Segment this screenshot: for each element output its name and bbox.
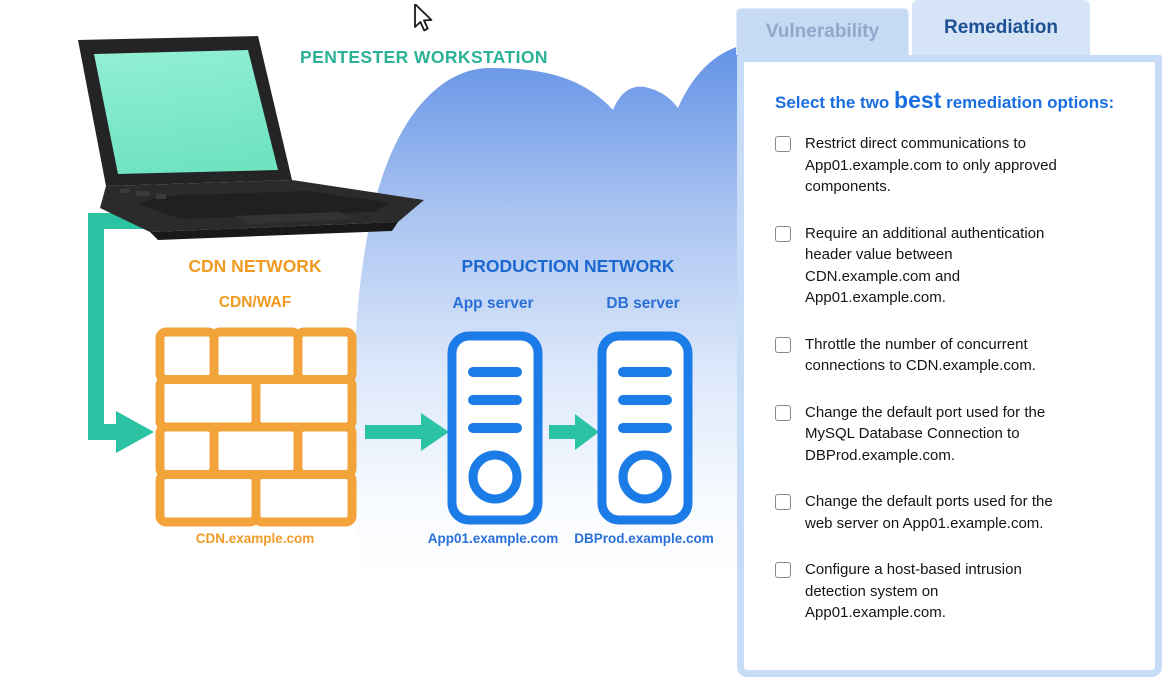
network-diagram <box>78 36 745 575</box>
arrow-workstation-to-cdn <box>88 213 150 440</box>
arrow-app-to-db <box>549 414 599 450</box>
option-label-3[interactable]: Throttle the number of concurrent connec… <box>805 335 1036 375</box>
option-checkbox-5[interactable] <box>775 494 791 510</box>
mouse-cursor-icon <box>414 4 433 32</box>
production-network-title: PRODUCTION NETWORK <box>461 256 675 276</box>
option-label-1[interactable]: Restrict direct communications to App01.… <box>805 135 1057 195</box>
remediation-option-row: Require an additional authentication hea… <box>775 223 1137 309</box>
option-checkbox-3[interactable] <box>775 336 791 353</box>
laptop-image <box>78 36 424 240</box>
tab-remediation[interactable]: Remediation <box>912 0 1090 55</box>
option-checkbox-2[interactable] <box>775 225 791 242</box>
prompt-suffix: remediation options: <box>946 93 1115 112</box>
db-server-label: DB server <box>606 295 680 312</box>
option-label-6[interactable]: Configure a host-based intrusion detecti… <box>805 561 1022 621</box>
remediation-option-row: Configure a host-based intrusion detecti… <box>775 559 1137 624</box>
prompt-emphasis: best <box>894 87 942 113</box>
tab-vulnerability-label: Vulnerability <box>765 21 880 42</box>
db-server-hostname: DBProd.example.com <box>574 531 714 546</box>
question-prompt: Select the two best remediation options: <box>775 86 1131 117</box>
prompt-prefix: Select the two <box>775 93 890 112</box>
firewall-icon <box>155 327 357 527</box>
remediation-option-row: Restrict direct communications to App01.… <box>775 133 1137 198</box>
option-label-5[interactable]: Change the default ports used for the we… <box>805 493 1053 532</box>
option-label-4[interactable]: Change the default port used for the MyS… <box>805 403 1046 464</box>
arrow-workstation-to-cdn-head <box>116 411 154 453</box>
app-server-hostname: App01.example.com <box>427 531 559 546</box>
remediation-option-row: Change the default port used for the MyS… <box>775 402 1137 467</box>
cdn-hostname: CDN.example.com <box>195 531 315 546</box>
db-server-icon <box>597 331 693 525</box>
workstation-label: PENTESTER WORKSTATION <box>300 47 548 67</box>
option-checkbox-1[interactable] <box>775 136 791 152</box>
options-list: Restrict direct communications to App01.… <box>775 133 1137 624</box>
option-checkbox-4[interactable] <box>775 404 791 421</box>
option-label-2[interactable]: Require an additional authentication hea… <box>805 224 1045 307</box>
remediation-panel: Select the two best remediation options:… <box>737 55 1162 677</box>
remediation-option-row: Throttle the number of concurrent connec… <box>775 334 1137 377</box>
tab-vulnerability[interactable]: Vulnerability <box>736 8 909 55</box>
app-server-icon <box>447 331 543 525</box>
remediation-option-row: Change the default ports used for the we… <box>775 491 1137 534</box>
tab-remediation-label: Remediation <box>943 16 1059 38</box>
app-server-label: App server <box>452 295 534 312</box>
cdn-waf-label: CDN/WAF <box>218 294 292 311</box>
option-checkbox-6[interactable] <box>775 562 791 578</box>
arrow-cdn-to-app <box>365 413 449 451</box>
cdn-network-title: CDN NETWORK <box>188 256 322 276</box>
